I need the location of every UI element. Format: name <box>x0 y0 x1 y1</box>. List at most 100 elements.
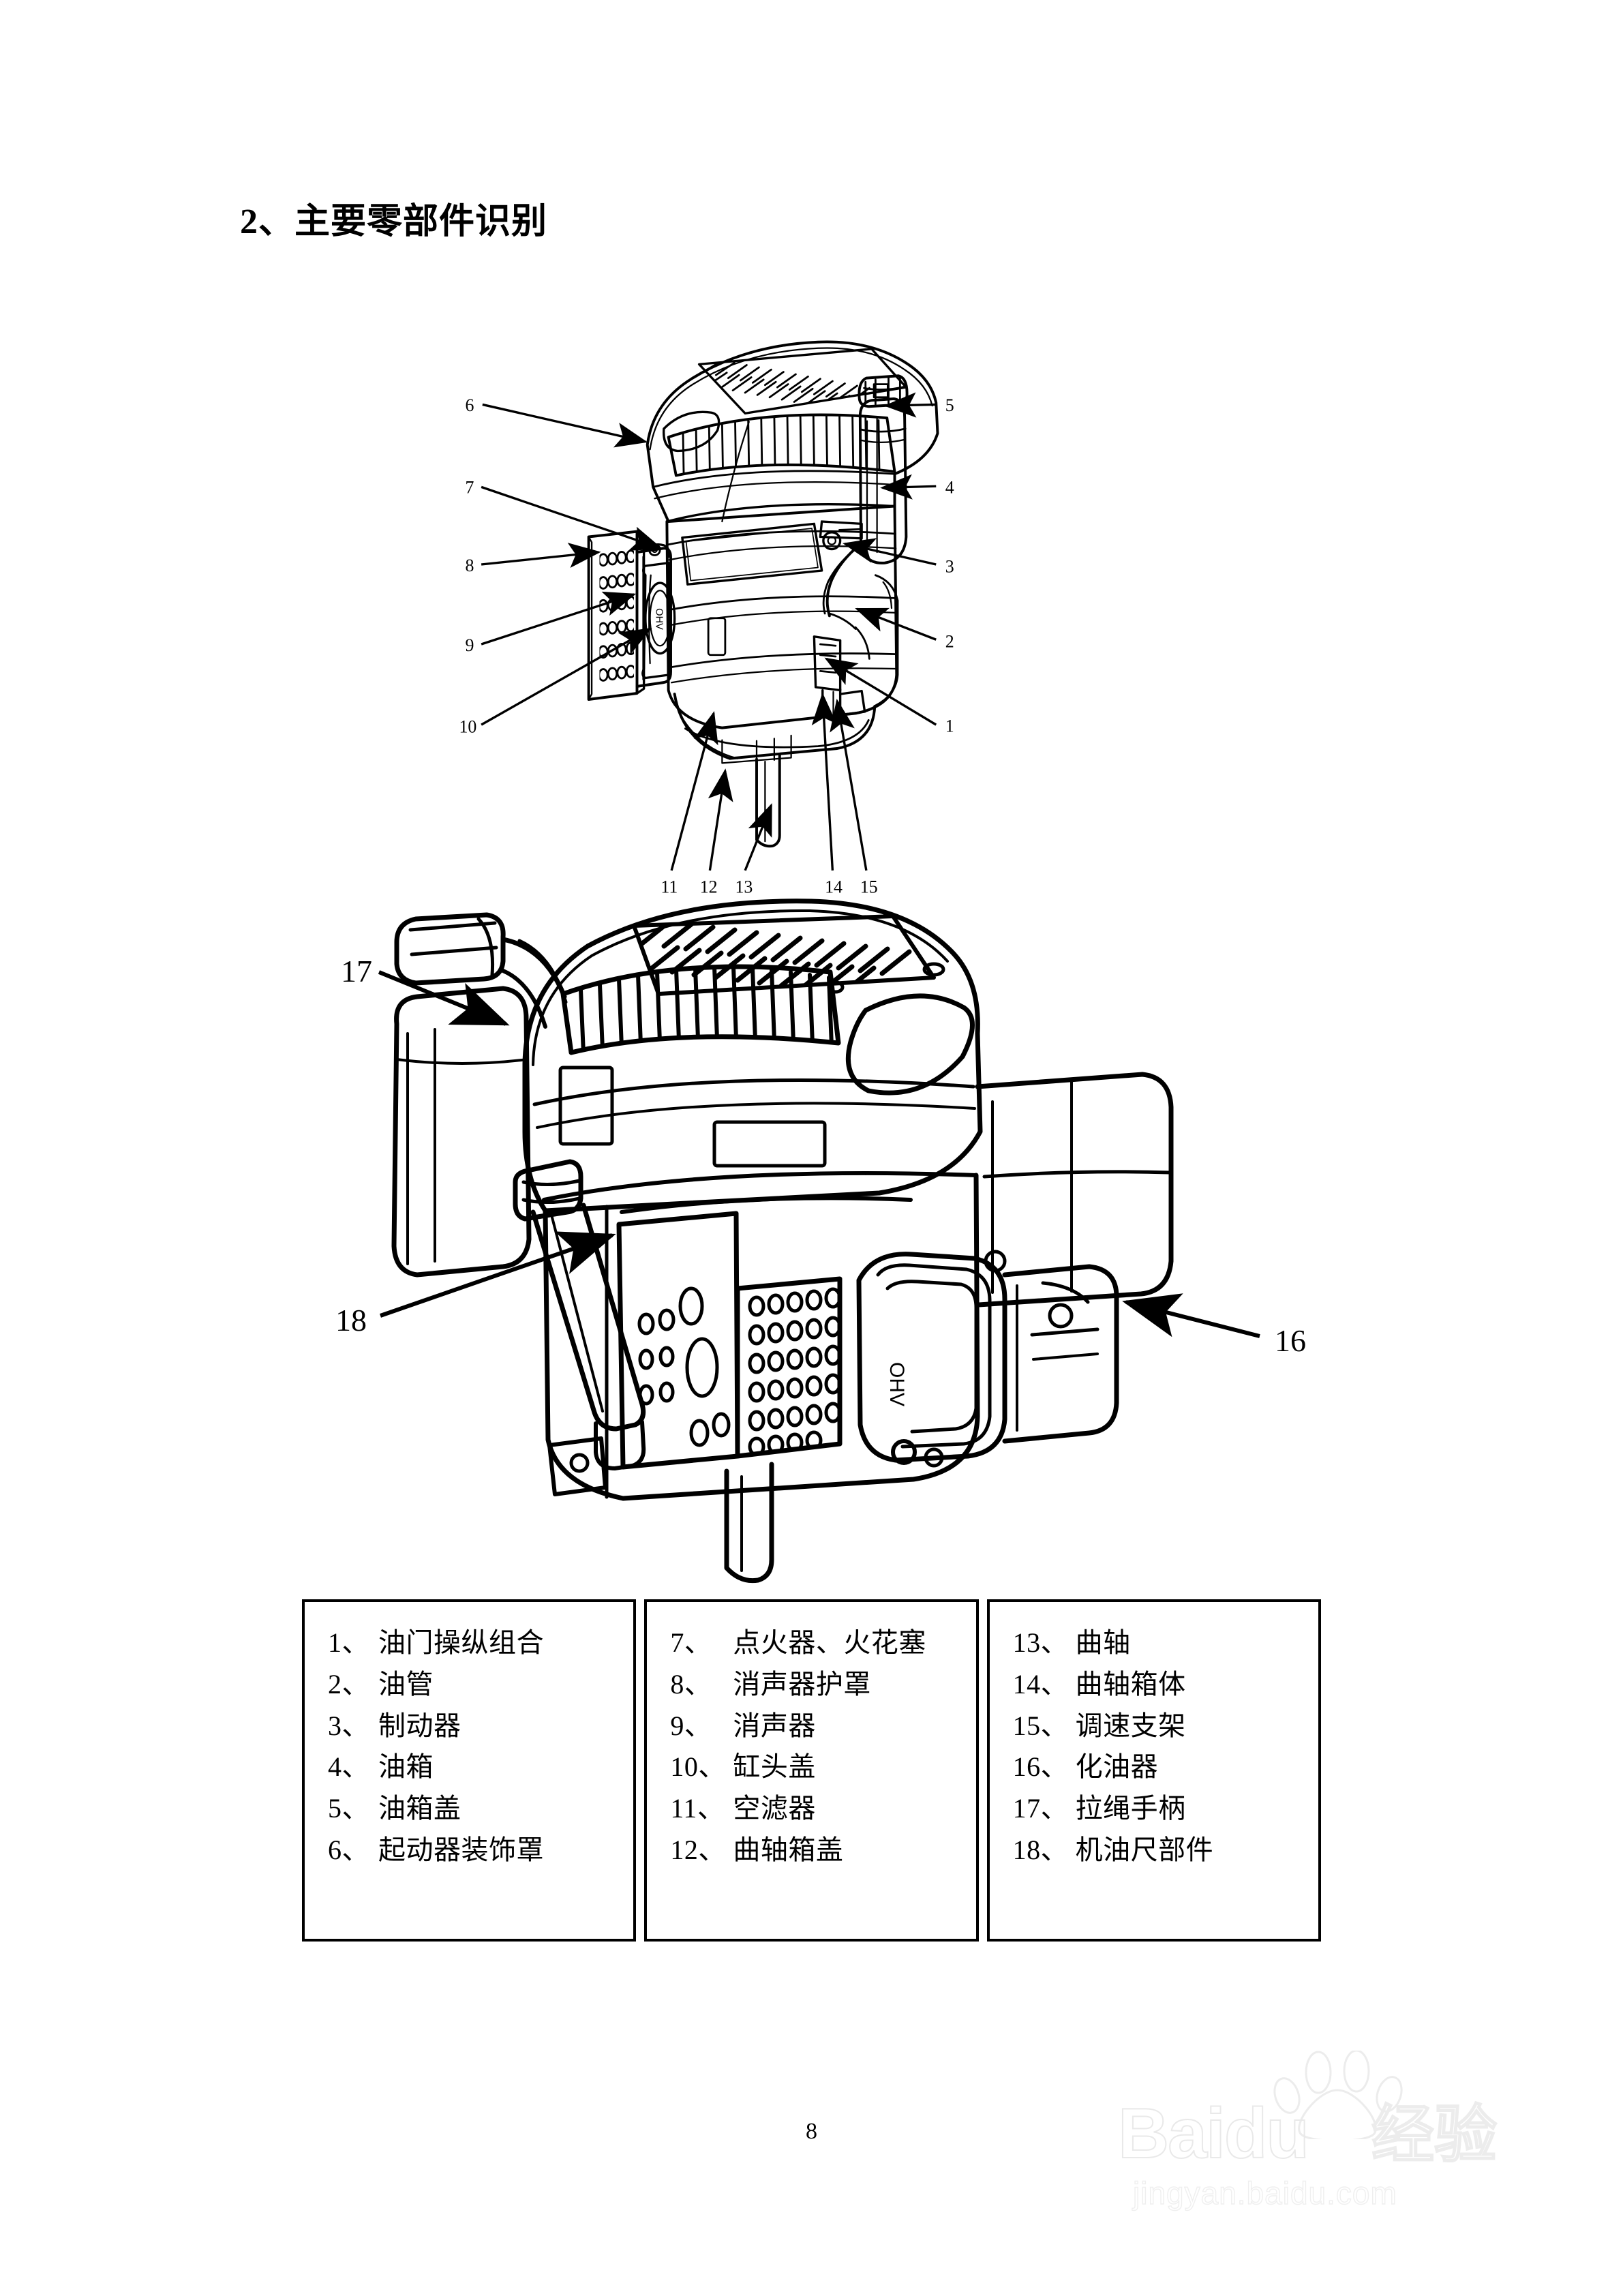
leader-line-9 <box>481 591 637 646</box>
leader-line-6 <box>482 403 648 448</box>
callout-number-8: 8 <box>466 556 474 575</box>
legend-label-14: 曲轴箱体 <box>1075 1668 1186 1700</box>
leader-line-16 <box>1122 1293 1260 1338</box>
callout-number-16: 16 <box>1275 1323 1306 1358</box>
leader-line-11 <box>670 710 718 871</box>
legend-index-9: 9、 <box>670 1710 712 1741</box>
legend-column-2: 7、点火器、火花塞 8、消声器护罩 9、消声器 10、缸头盖 11、空滤器 12… <box>644 1599 979 1942</box>
legend-item-16: 16、化油器 <box>1013 1747 1318 1788</box>
legend-label-8: 消声器护罩 <box>733 1668 871 1700</box>
leader-line-15 <box>830 698 868 871</box>
leader-line-8 <box>481 543 601 569</box>
legend-index-4: 4、 <box>328 1751 369 1783</box>
page-title-text: 主要零部件识别 <box>294 202 548 241</box>
legend-label-12: 曲轴箱盖 <box>733 1834 844 1865</box>
legend-label-9: 消声器 <box>733 1710 816 1741</box>
legend-item-13: 13、曲轴 <box>1013 1622 1318 1664</box>
legend-item-15: 15、调速支架 <box>1013 1706 1318 1747</box>
engine-diagram-front-view: OHV <box>170 307 1466 920</box>
legend-item-1: 1、油门操纵组合 <box>328 1622 633 1664</box>
legend-index-6: 6、 <box>328 1834 369 1865</box>
legend-index-14: 14、 <box>1012 1668 1069 1700</box>
legend-index-12: 12、 <box>670 1834 726 1865</box>
callout-number-18: 18 <box>335 1303 367 1338</box>
page-number: 8 <box>806 2119 817 2144</box>
legend-label-16: 化油器 <box>1075 1751 1159 1783</box>
leader-line-1 <box>824 657 937 726</box>
legend-label-3: 制动器 <box>378 1710 461 1741</box>
legend-label-11: 空滤器 <box>733 1793 816 1824</box>
legend-index-2: 2、 <box>328 1668 369 1700</box>
callout-number-7: 7 <box>466 477 474 497</box>
legend-column-3: 13、曲轴 14、曲轴箱体 15、调速支架 16、化油器 17、拉绳手柄 18、… <box>986 1599 1321 1942</box>
callout-number-15: 15 <box>860 877 878 897</box>
callout-number-3: 3 <box>945 556 954 576</box>
legend-column-1: 1、油门操纵组合 2、油管 3、制动器 4、油箱 5、油箱盖 6、起动器装饰罩 <box>302 1599 637 1942</box>
legend-item-18: 18、机油尺部件 <box>1013 1830 1318 1871</box>
callout-number-14: 14 <box>825 877 843 897</box>
legend-item-2: 2、油管 <box>328 1664 633 1706</box>
legend-label-17: 拉绳手柄 <box>1075 1793 1186 1824</box>
callout-number-13: 13 <box>735 877 753 897</box>
leader-line-2 <box>855 607 937 641</box>
legend-item-10: 10、缸头盖 <box>670 1747 975 1788</box>
legend-label-4: 油箱 <box>378 1751 434 1783</box>
callout-number-12: 12 <box>700 877 718 897</box>
leader-line-3 <box>843 538 937 566</box>
legend-item-8: 8、消声器护罩 <box>670 1664 975 1706</box>
callout-number-9: 9 <box>466 635 474 655</box>
legend-label-15: 调速支架 <box>1075 1710 1186 1741</box>
leader-line-17 <box>378 970 510 1026</box>
page-title-number: 2、 <box>240 202 295 241</box>
leader-line-13 <box>744 803 772 871</box>
legend-index-3: 3、 <box>328 1710 369 1741</box>
legend-item-4: 4、油箱 <box>328 1747 633 1788</box>
legend-index-17: 17、 <box>1012 1793 1069 1824</box>
leader-line-18 <box>380 1231 616 1318</box>
leader-line-4 <box>880 474 937 500</box>
legend-item-9: 9、消声器 <box>670 1706 975 1747</box>
legend-item-3: 3、制动器 <box>328 1706 633 1747</box>
legend-item-14: 14、曲轴箱体 <box>1013 1664 1318 1706</box>
callout-number-6: 6 <box>466 395 474 415</box>
legend-label-2: 油管 <box>378 1668 434 1700</box>
legend-index-13: 13、 <box>1012 1627 1069 1658</box>
leader-line-7 <box>481 485 663 551</box>
legend-label-13: 曲轴 <box>1075 1627 1131 1658</box>
legend-label-5: 油箱盖 <box>378 1793 461 1824</box>
legend-index-11: 11、 <box>670 1793 725 1824</box>
legend-index-5: 5、 <box>328 1793 369 1824</box>
legend-index-1: 1、 <box>328 1627 369 1658</box>
leader-line-5 <box>883 392 937 418</box>
legend-item-6: 6、起动器装饰罩 <box>328 1830 633 1871</box>
leader-line-10 <box>481 627 652 726</box>
leader-line-14 <box>811 692 837 871</box>
legend-label-7: 点火器、火花塞 <box>733 1627 926 1658</box>
legend-item-11: 11、空滤器 <box>670 1788 975 1830</box>
callout-number-4: 4 <box>945 477 954 497</box>
legend-item-5: 5、油箱盖 <box>328 1788 633 1830</box>
legend-index-7: 7、 <box>670 1627 712 1658</box>
callout-number-17: 17 <box>341 954 372 988</box>
legend-index-18: 18、 <box>1012 1834 1069 1865</box>
parts-identification-legend: 1、油门操纵组合 2、油管 3、制动器 4、油箱 5、油箱盖 6、起动器装饰罩 … <box>302 1599 1321 1942</box>
legend-index-10: 10、 <box>670 1751 726 1783</box>
legend-index-16: 16、 <box>1012 1751 1069 1783</box>
legend-label-1: 油门操纵组合 <box>378 1627 544 1658</box>
callout-number-1: 1 <box>945 716 954 736</box>
ohv-engine-marking-rear: OHV <box>885 1362 908 1406</box>
legend-index-15: 15、 <box>1012 1710 1069 1741</box>
legend-label-18: 机油尺部件 <box>1075 1834 1214 1865</box>
legend-item-7: 7、点火器、火花塞 <box>670 1622 975 1664</box>
legend-item-17: 17、拉绳手柄 <box>1013 1788 1318 1830</box>
callout-number-10: 10 <box>459 716 477 736</box>
callout-number-2: 2 <box>945 632 954 652</box>
legend-label-10: 缸头盖 <box>733 1751 816 1783</box>
legend-item-12: 12、曲轴箱盖 <box>670 1830 975 1871</box>
engine-diagram-rear-view: OHV <box>320 898 1343 1584</box>
callout-number-5: 5 <box>945 395 954 415</box>
leader-line-12 <box>708 768 733 871</box>
ohv-engine-marking: OHV <box>654 608 665 630</box>
legend-index-8: 8、 <box>670 1668 712 1700</box>
